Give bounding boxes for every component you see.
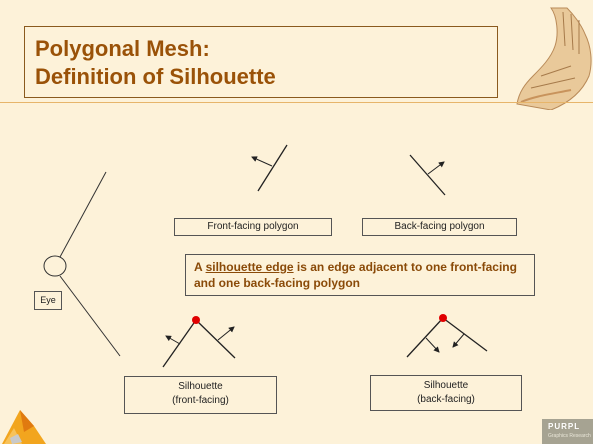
silhouette-back-right-edge (442, 317, 488, 352)
slide-title-line-1: Polygonal Mesh: (35, 36, 210, 61)
eye-label: Eye (34, 291, 62, 310)
front-facing-polygon-figure (251, 144, 288, 192)
silhouette-back-left-edge (406, 317, 444, 358)
silhouette-vertex-front (192, 316, 200, 324)
silhouette-front-label-line-1: Silhouette (178, 381, 223, 392)
back-facing-polygon-figure (409, 154, 446, 196)
title-divider (0, 102, 593, 103)
silhouette-back-facing-figure (406, 314, 488, 358)
definition-emphasis: silhouette edge (205, 260, 294, 274)
slide-title-line-2: Definition of Silhouette (35, 64, 276, 89)
back-facing-normal-arrow (427, 161, 445, 175)
silhouette-front-normal-right (217, 326, 235, 341)
silhouette-back-facing-label: Silhouette (back-facing) (370, 375, 522, 411)
silhouette-back-normal-left (425, 337, 440, 353)
eye-icon (43, 255, 67, 277)
front-facing-polygon-label: Front-facing polygon (174, 218, 332, 236)
back-facing-polygon-label: Back-facing polygon (362, 218, 517, 236)
silhouette-definition-box: A silhouette edge is an edge adjacent to… (185, 254, 535, 296)
purpl-logo: PURPL Graphics Research (542, 419, 593, 444)
front-facing-normal-arrow (251, 156, 273, 167)
definition-rest: is an edge adjacent to one front-facing … (194, 260, 517, 290)
corner-logo-left (2, 410, 46, 444)
silhouette-front-facing-label: Silhouette (front-facing) (124, 376, 277, 414)
purpl-logo-subtext: Graphics Research (548, 433, 591, 439)
definition-prefix: A (194, 260, 206, 274)
foot-anatomy-image (516, 7, 592, 110)
view-ray-upper (59, 171, 107, 258)
silhouette-vertex-back (439, 314, 447, 322)
view-ray-lower (59, 275, 121, 357)
silhouette-front-label-line-2: (front-facing) (172, 395, 229, 406)
silhouette-back-normal-right (452, 333, 465, 348)
back-facing-edge (409, 154, 446, 196)
silhouette-back-label-line-2: (back-facing) (417, 394, 475, 405)
purpl-logo-text: PURPL (548, 422, 581, 431)
silhouette-front-right-edge (195, 319, 236, 359)
silhouette-front-normal-left (165, 335, 181, 345)
title-box: Polygonal Mesh: Definition of Silhouette (24, 26, 498, 98)
front-facing-edge (257, 144, 288, 192)
silhouette-front-facing-figure (162, 316, 236, 368)
eye-group (43, 171, 121, 357)
silhouette-back-label-line-1: Silhouette (423, 380, 469, 391)
